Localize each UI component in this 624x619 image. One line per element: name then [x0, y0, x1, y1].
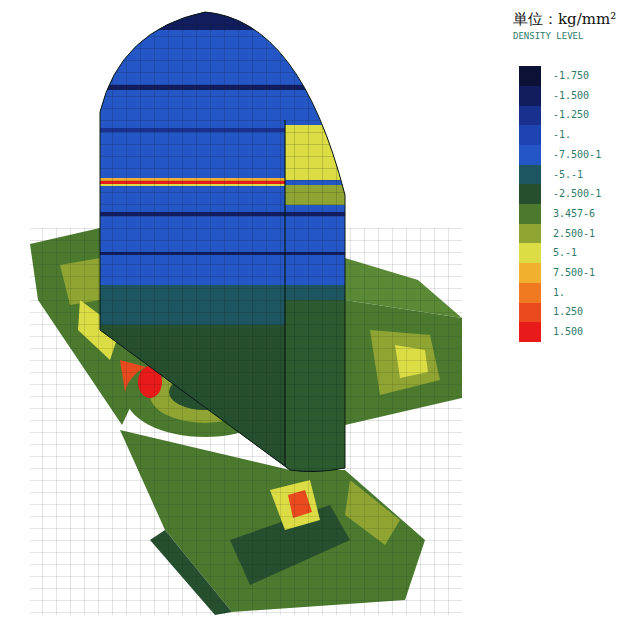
legend-value: -1.750: [553, 71, 589, 81]
legend-value: 1.500: [553, 327, 583, 337]
legend-swatch: [519, 86, 541, 106]
unit-label: 単位：kg/mm²: [513, 12, 616, 27]
legend-value: -1.: [553, 130, 571, 140]
legend-value: -1.500: [553, 91, 589, 101]
legend-swatch: [519, 125, 541, 145]
legend-swatch: [519, 224, 541, 244]
legend-swatch: [519, 184, 541, 204]
legend-swatch: [519, 303, 541, 323]
legend-value: -1.250: [553, 110, 589, 120]
legend-value: 5.-1: [553, 248, 577, 258]
legend-swatch: [519, 165, 541, 185]
legend-value: 7.500-1: [553, 268, 595, 278]
legend-value: 1.250: [553, 307, 583, 317]
legend-swatch: [519, 204, 541, 224]
legend-swatch: [519, 106, 541, 126]
legend-value: -7.500-1: [553, 150, 601, 160]
legend-swatch: [519, 322, 541, 342]
legend-swatch: [519, 263, 541, 283]
legend-swatch: [519, 283, 541, 303]
legend-value: 2.500-1: [553, 229, 595, 239]
cylinder: [95, 0, 350, 485]
legend-swatch: [519, 66, 541, 86]
legend-value: -2.500-1: [553, 189, 601, 199]
legend-swatch: [519, 243, 541, 263]
legend-heading: DENSITY LEVEL: [513, 32, 583, 41]
legend-swatch: [519, 145, 541, 165]
legend-value: 3.457-6: [553, 209, 595, 219]
legend-value: 1.: [553, 288, 565, 298]
legend-value: -5.-1: [553, 170, 583, 180]
cylinder-outline: [100, 12, 345, 472]
